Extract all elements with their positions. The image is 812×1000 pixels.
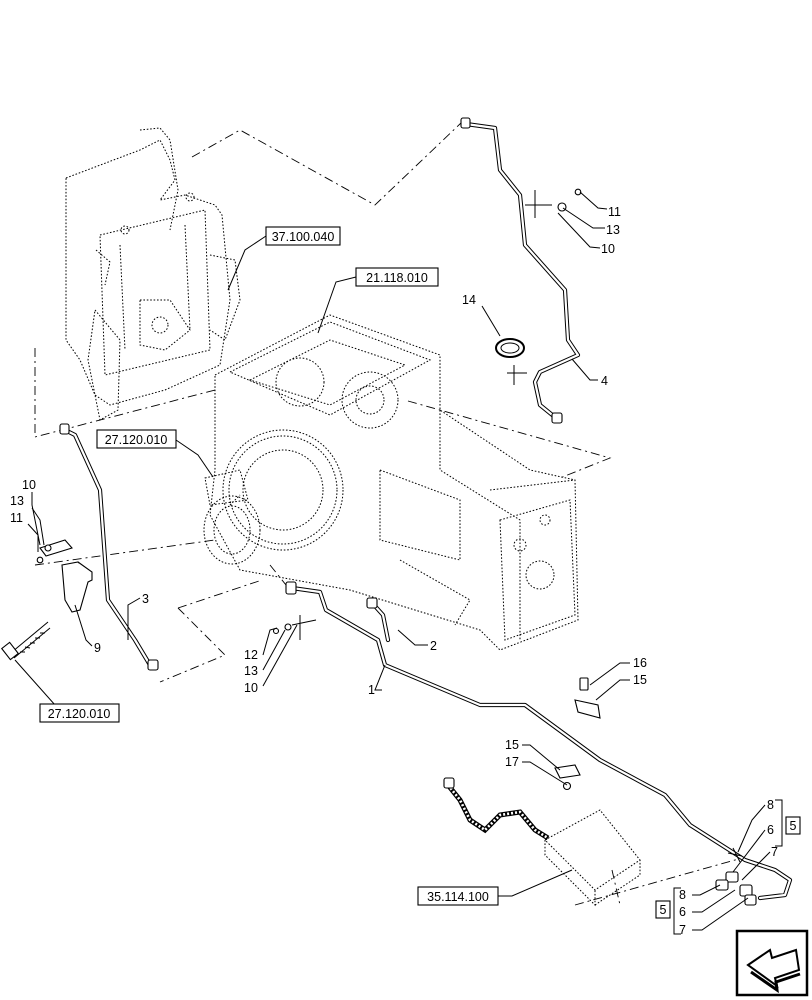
- clip-15-17: [554, 764, 581, 791]
- callout-15-bottom: 15: [505, 738, 519, 752]
- svg-text:5: 5: [790, 819, 797, 833]
- transmission-housing: [203, 314, 579, 651]
- svg-text:27.120.010: 27.120.010: [105, 433, 168, 447]
- callout-7-left: 7: [679, 923, 686, 937]
- svg-text:21.118.010: 21.118.010: [366, 271, 428, 285]
- callout-10-left: 10: [22, 478, 36, 492]
- group-box-5-right: 5: [785, 816, 801, 835]
- next-page-arrow-icon[interactable]: [735, 929, 809, 997]
- callout-13-mid: 13: [244, 664, 258, 678]
- clip-16-15: [574, 677, 601, 719]
- pipe-2: [366, 597, 391, 643]
- callout-numbers: 11 13 10 14 4 10 13 11 3 9 12 13 10 2 1 …: [10, 205, 778, 937]
- callout-8-right: 8: [767, 798, 774, 812]
- callout-12: 12: [244, 648, 258, 662]
- callout-10-mid: 10: [244, 681, 258, 695]
- callout-10-top: 10: [601, 242, 615, 256]
- callout-2: 2: [430, 639, 437, 653]
- callout-14: 14: [462, 293, 476, 307]
- callout-9: 9: [94, 641, 101, 655]
- ref-box-35-114-100[interactable]: 35.114.100: [417, 886, 499, 906]
- callout-13-top: 13: [606, 223, 620, 237]
- svg-text:27.120.010: 27.120.010: [48, 707, 111, 721]
- hitch-frame-assembly: [65, 127, 241, 421]
- ref-box-27-120-010-top[interactable]: 27.120.010: [96, 429, 177, 449]
- callout-1: 1: [368, 683, 375, 697]
- callout-16: 16: [633, 656, 647, 670]
- svg-text:37.100.040: 37.100.040: [272, 230, 335, 244]
- ref-box-37-100-040[interactable]: 37.100.040: [265, 226, 341, 246]
- callout-6-left: 6: [679, 905, 686, 919]
- pipe-4: [460, 117, 582, 424]
- ref-box-27-120-010-bottom[interactable]: 27.120.010: [39, 703, 120, 723]
- callout-11-top: 11: [608, 205, 621, 219]
- bracket-9: [0, 561, 93, 661]
- ref-box-21-118-010[interactable]: 21.118.010: [355, 267, 439, 287]
- callout-13-left: 13: [10, 494, 24, 508]
- callout-4: 4: [601, 374, 608, 388]
- callout-15-top: 15: [633, 673, 647, 687]
- svg-text:35.114.100: 35.114.100: [427, 890, 489, 904]
- bracket-left: [36, 539, 73, 564]
- svg-text:5: 5: [660, 903, 667, 917]
- callout-6-right: 6: [767, 823, 774, 837]
- leader-lines: [14, 191, 771, 931]
- phantom-outlines: [34, 121, 743, 906]
- callout-8-left: 8: [679, 888, 686, 902]
- callout-7-right: 7: [771, 845, 778, 859]
- group-box-5-left: 5: [655, 900, 671, 919]
- callout-17: 17: [505, 755, 519, 769]
- bracket-right-5: [775, 799, 783, 847]
- pipe-3: [59, 423, 159, 671]
- bracket-left-5: [673, 887, 681, 935]
- callout-11-left: 11: [10, 511, 23, 525]
- ring-clamp-14: [495, 338, 525, 358]
- pipe-1: [272, 581, 793, 901]
- sensor-module: [443, 777, 641, 907]
- callout-3: 3: [142, 592, 149, 606]
